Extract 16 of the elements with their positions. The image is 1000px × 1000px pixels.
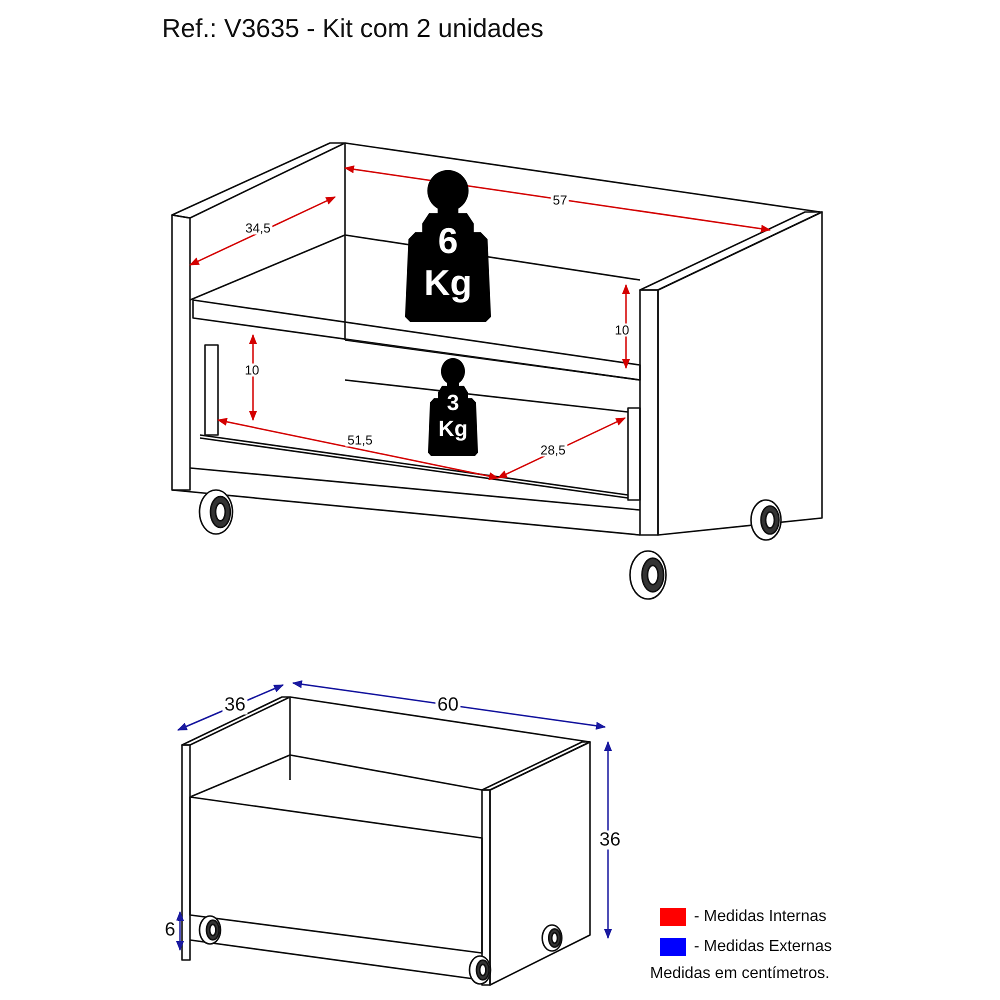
- weight-label: 6 Kg: [423, 220, 473, 303]
- dimension-label: 36: [222, 696, 248, 714]
- title: Ref.: V3635 - Kit com 2 unidades: [162, 15, 544, 41]
- weight-shape: [405, 170, 491, 322]
- dimension-label: 28,5: [538, 444, 568, 456]
- legend-label: - Medidas Internas: [694, 909, 827, 925]
- dimension-label: 57: [550, 194, 570, 206]
- note: Medidas em centímetros.: [650, 966, 830, 982]
- weight-shape: [428, 358, 478, 456]
- dimension-label: 51,5: [345, 434, 375, 446]
- dimension-label: 10: [242, 364, 262, 376]
- legend-label: - Medidas Externas: [694, 939, 832, 955]
- dimension-label: 34,5: [243, 222, 273, 234]
- dimension-label: 36: [597, 830, 623, 850]
- dimension-label: 10: [612, 324, 632, 336]
- weight-label: 3 Kg: [437, 390, 469, 441]
